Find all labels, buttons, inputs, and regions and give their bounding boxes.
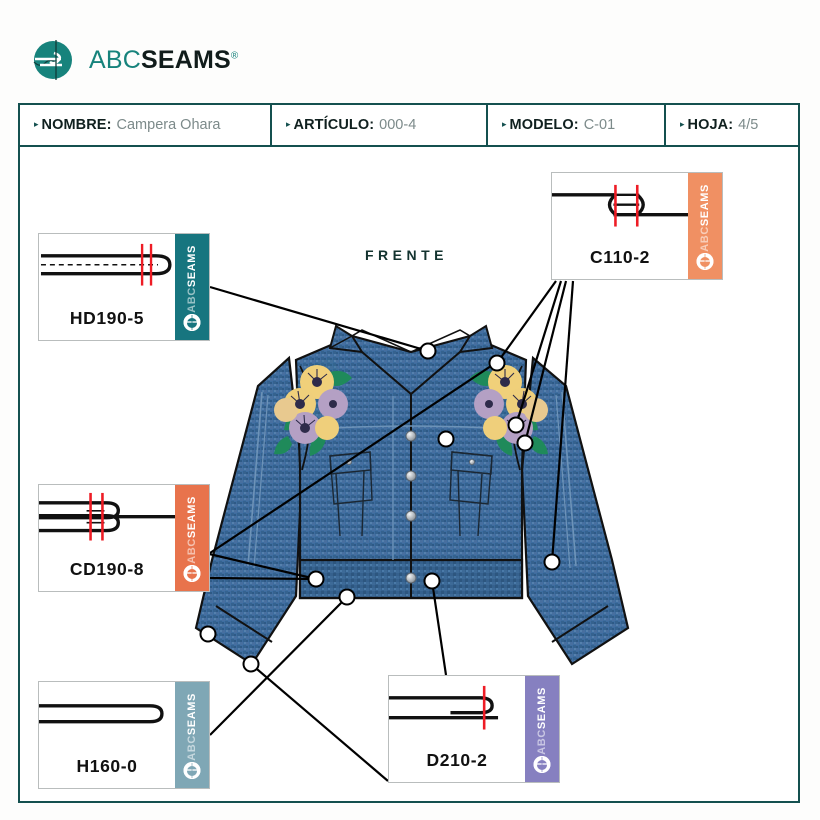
callout-code: HD190-5 — [69, 308, 145, 328]
callout-brand-tab: ABCSEAMS — [175, 234, 209, 340]
brand-badge-icon — [183, 314, 201, 331]
callout-body: HD190-5 — [39, 234, 175, 340]
info-value: Campera Ohara — [116, 117, 221, 133]
bullet-icon: ▸ — [680, 118, 685, 129]
tab-brand-text: ABCSEAMS — [536, 687, 548, 755]
double-fold-hem-stitch-icon — [40, 243, 172, 286]
leader-lines — [204, 280, 575, 782]
info-label: ARTÍCULO: — [293, 117, 375, 133]
callout-code: CD190-8 — [69, 559, 145, 579]
callout-body: C110-2 — [552, 173, 689, 279]
simple-folded-hem-icon — [39, 704, 164, 724]
floral-embroidery-left — [274, 358, 352, 456]
callout-brand-tab: ABCSEAMS — [525, 676, 559, 782]
info-field-hoja: ▸ HOJA: 4/5 — [666, 105, 798, 145]
callout-card-d210-2[interactable]: D210-2 ABCSEAMS — [388, 675, 560, 783]
leader-endpoints — [199, 342, 561, 673]
triple-line-bound-seam-icon — [39, 492, 176, 541]
callout-code: C110-2 — [589, 247, 651, 267]
view-label-frente: FRENTE — [365, 247, 448, 263]
info-field-nombre: ▸ NOMBRE: Campera Ohara — [20, 105, 272, 145]
info-field-modelo: ▸ MODELO: C-01 — [488, 105, 666, 145]
info-value: C-01 — [583, 117, 616, 133]
info-field-articulo: ▸ ARTÍCULO: 000-4 — [272, 105, 488, 145]
jacket-body — [194, 324, 630, 666]
brand-name-bold: SEAMS — [141, 45, 231, 74]
callout-brand-tab: ABCSEAMS — [175, 485, 209, 591]
tab-brand-text: ABCSEAMS — [186, 245, 198, 313]
single-fold-edge-finish-icon — [389, 685, 499, 730]
info-value: 000-4 — [379, 117, 417, 133]
tab-brand-text: ABCSEAMS — [186, 496, 198, 564]
callout-brand-tab: ABCSEAMS — [688, 173, 722, 279]
callout-code: D210-2 — [426, 750, 488, 770]
callout-body: CD190-8 — [39, 485, 176, 591]
callout-card-cd190-8[interactable]: CD190-8 ABCSEAMS — [38, 484, 210, 592]
registered-mark: ® — [230, 50, 239, 62]
callout-body: D210-2 — [389, 676, 525, 782]
brand-badge-icon — [183, 565, 201, 582]
lapped-seam-lens-icon — [552, 184, 689, 227]
brand-wordmark: ABCSEAMS® — [89, 46, 239, 75]
bullet-icon: ▸ — [34, 118, 39, 129]
tab-brand-text: ABCSEAMS — [186, 693, 198, 761]
brand-logo: ABCSEAMS® — [28, 34, 239, 86]
info-label: HOJA: — [687, 117, 734, 133]
brand-name-light: ABC — [89, 45, 142, 74]
info-label: NOMBRE: — [41, 117, 112, 133]
needle-thread-circle-logo-icon — [28, 34, 80, 86]
tab-brand-text: ABCSEAMS — [699, 184, 711, 252]
bullet-icon: ▸ — [286, 118, 291, 129]
callout-code: H160-0 — [76, 756, 138, 776]
callout-card-c110-2[interactable]: C110-2 ABCSEAMS — [551, 172, 723, 280]
brand-badge-icon — [533, 756, 551, 773]
bullet-icon: ▸ — [502, 118, 507, 129]
callout-card-hd190-5[interactable]: HD190-5 ABCSEAMS — [38, 233, 210, 341]
info-value: 4/5 — [738, 117, 759, 133]
brand-badge-icon — [183, 762, 201, 779]
brand-badge-icon — [696, 253, 714, 270]
callout-brand-tab: ABCSEAMS — [175, 682, 209, 788]
info-label: MODELO: — [509, 117, 579, 133]
callout-card-h160-0[interactable]: H160-0 ABCSEAMS — [38, 681, 210, 789]
callout-body: H160-0 — [39, 682, 175, 788]
spec-info-bar: ▸ NOMBRE: Campera Ohara ▸ ARTÍCULO: 000-… — [18, 103, 800, 147]
